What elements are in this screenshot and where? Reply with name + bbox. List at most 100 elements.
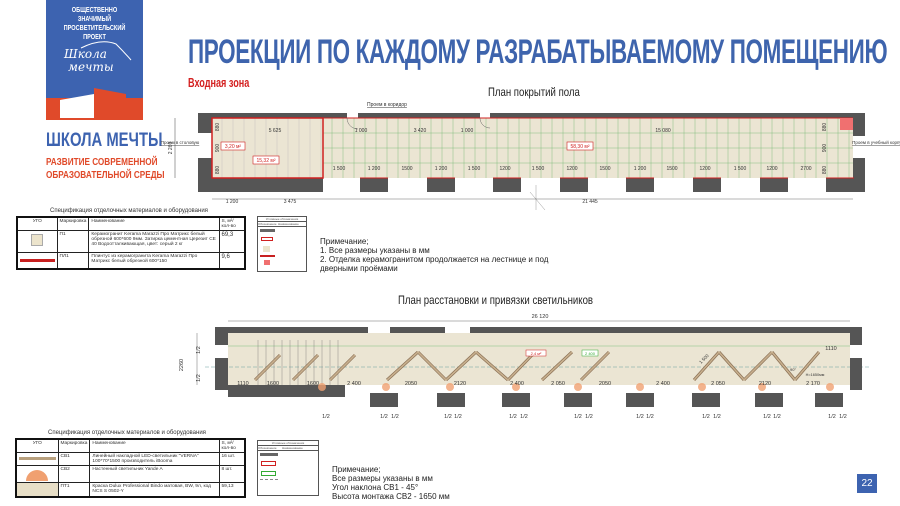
dimension-label: 1 500: [532, 166, 545, 172]
cell-name: Керамогранит Kerama Marazzi Про Матрикс …: [88, 230, 220, 253]
legend-col2: Наименование: [282, 446, 303, 450]
wall: [198, 158, 212, 192]
header-ugo: УГО: [16, 216, 58, 231]
tile-grid: [221, 118, 853, 178]
dimension-label: 1 200: [368, 166, 381, 172]
dimension-label: 880: [822, 123, 828, 132]
fixtures: [253, 350, 834, 391]
linear-light-cv1-fill: [445, 351, 477, 381]
entry-mat: [840, 118, 853, 130]
linear-light-cv1-fill: [329, 354, 356, 381]
wall-light-cv2: [574, 383, 582, 391]
column: [360, 178, 388, 192]
cell-qty: 59,13: [218, 482, 246, 497]
half-dimension: 1/2: [585, 414, 593, 420]
legend-title: Условные обозначения: [258, 441, 318, 446]
wall: [198, 113, 212, 133]
table-row: СВ1 Линейный накладной LED-светильник "V…: [15, 452, 246, 466]
cell-qty: 8 шт.: [218, 465, 246, 483]
page-title: ПРОЕКЦИИ ПО КАЖДОМУ РАЗРАБАТЫВАЕМОМУ ПОМ…: [188, 33, 888, 71]
half-dimension: 1/2: [196, 346, 202, 354]
wall: [212, 113, 347, 118]
column: [692, 393, 720, 407]
legend-col1: Обозначение: [258, 222, 277, 226]
cell-name: Линейный накладной LED-светильник "VERNA…: [89, 452, 220, 466]
half-dimension: 1/2: [444, 414, 452, 420]
door-swing: [346, 117, 491, 130]
area-tag: [220, 141, 246, 151]
column: [755, 393, 783, 407]
dimension-label: 15 080: [655, 128, 671, 134]
tag-label: 2 400: [585, 351, 596, 356]
dimension-label: 1 500: [468, 166, 481, 172]
logo-top-text: ОБЩЕСТВЕННО ЗНАЧИМЫЙ ПРОСВЕТИТЕЛЬСКИЙ ПР…: [63, 7, 126, 41]
zone-label: Входная зона: [188, 75, 250, 90]
area-tag: [566, 141, 594, 151]
spec2-table: УГО Маркировка Наименование S, м²/ кол-в…: [15, 438, 246, 498]
half-dimension: 1/2: [509, 414, 517, 420]
dimension-label: 2 170: [806, 381, 820, 387]
dimension-label: 3 475: [284, 199, 297, 205]
dimension-label: 1 000: [355, 128, 368, 134]
tag-box: [525, 349, 547, 357]
half-dimension: 1/2: [520, 414, 528, 420]
dimension-label: 1500: [599, 166, 610, 172]
legend-col1: Обозначение: [258, 446, 277, 450]
dimension-label: 1110: [237, 381, 248, 387]
wall: [490, 113, 865, 118]
table-row: ПЛ1 Плинтус из керамогранита Kerama Mara…: [16, 252, 246, 269]
column: [760, 178, 788, 192]
linear-light-cv1-fill: [507, 351, 536, 381]
header-qty: S, м²/ кол-во: [218, 216, 246, 231]
half-dimension: 1/2: [322, 414, 330, 420]
dimension-label: 2 400: [510, 381, 524, 387]
opening-label: Проем в столовую: [161, 140, 200, 145]
note-line: дверными проёмами: [320, 264, 398, 273]
dimension-label: 3 420: [414, 128, 427, 134]
dimension-label: 2050: [405, 381, 417, 387]
tile-swatch-icon: [16, 230, 58, 253]
dimension-label: 1110: [825, 346, 836, 352]
linear-light-icon: [15, 452, 59, 466]
dimension-label: 880: [215, 166, 221, 175]
half-dimension: 1/2: [646, 414, 654, 420]
dimension-label: 1 200: [226, 199, 239, 205]
dimension-label: 900: [215, 144, 221, 153]
dimension-label: 1500: [666, 166, 677, 172]
half-dimension: 1/2: [391, 414, 399, 420]
header-mark: Маркировка: [57, 438, 91, 453]
area-label: 3,20 м²: [225, 144, 242, 150]
linear-light-cv1-fill: [718, 351, 745, 381]
note-line: Угол наклона СВ1 - 45°: [332, 483, 419, 492]
header-name: Наименование: [89, 438, 220, 453]
tag-label: 2,4 м²: [531, 351, 542, 356]
area-label: 58,30 м²: [570, 144, 589, 150]
table-header-row: УГО Маркировка Наименование S, м²/ кол-в…: [16, 216, 246, 231]
logo-script-line2: мечты: [68, 60, 114, 74]
linear-light-cv1-fill: [417, 351, 447, 381]
wall: [850, 358, 862, 390]
walls: [215, 327, 862, 407]
brand-subtitle-line2: ОБРАЗОВАТЕЛЬНОЙ СРЕДЫ: [46, 169, 165, 181]
wall: [390, 327, 445, 333]
linear-light-cv1-fill: [743, 351, 773, 381]
stair-symbol: [529, 185, 546, 211]
column: [427, 178, 455, 192]
logo-building-icon: [46, 41, 143, 120]
floor-area: [228, 333, 850, 385]
dimension-label: 1600: [307, 381, 319, 387]
dimension-label: 2 400: [347, 381, 361, 387]
half-dimension: 1/2: [828, 414, 836, 420]
paint-swatch-icon: [15, 482, 59, 497]
table-row: П1 Керамогранит Kerama Marazzi Про Матри…: [16, 230, 246, 253]
linear-light-cv1-fill: [292, 354, 319, 381]
dimension-label: 2 050: [711, 381, 725, 387]
note-line: 1. Все размеры указаны в мм: [320, 246, 430, 255]
legend-col2: Наименование: [278, 222, 299, 226]
column: [564, 393, 592, 407]
cell-qty: 16 шт.: [218, 452, 246, 466]
linear-light-cv1-fill: [541, 351, 573, 381]
wall-light-cv2: [826, 383, 834, 391]
